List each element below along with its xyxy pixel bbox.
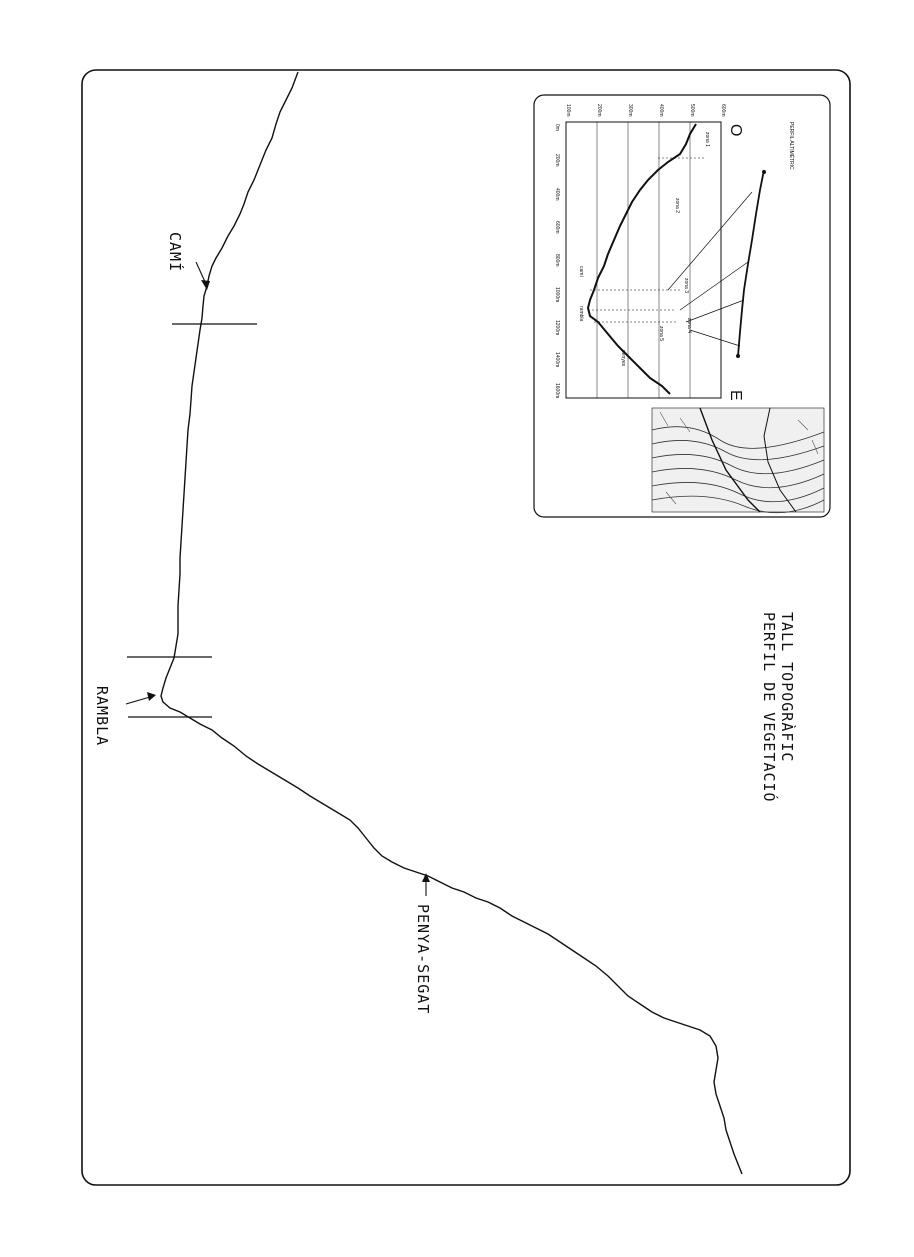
inset-plan-point — [762, 170, 766, 174]
inset-frame — [533, 94, 831, 518]
inset-zone-label: zona 2 — [674, 198, 680, 213]
inset-x-tick: 600m — [554, 221, 560, 234]
inset-y-tick: 100m — [565, 104, 571, 117]
inset-plan-route — [737, 169, 765, 357]
title-line-2: PERFIL DE VEGETACIÓ — [760, 612, 779, 803]
inset-west-letter: O — [727, 124, 744, 136]
inset-y-tick: 400m — [658, 104, 664, 117]
inset-profile-line — [586, 123, 697, 395]
inset-x-tick: 200m — [554, 154, 560, 167]
inset-zone-label: zona 5 — [658, 326, 664, 341]
inset-marker-label: rambla — [578, 306, 584, 322]
inset-topo-map — [651, 407, 825, 514]
inset-x-tick: 1400m — [554, 352, 560, 367]
inset-x-tick: 400m — [554, 188, 560, 201]
inset-y-tick: 600m — [720, 104, 726, 117]
inset-zone-label: zona 3 — [683, 278, 689, 293]
cami-arrow — [195, 261, 210, 290]
inset-plan-point — [736, 354, 740, 358]
inset-marker-label: penyes — [620, 350, 626, 367]
inset-heading: PERFIL ALTIMÈTRIC — [788, 122, 795, 170]
inset-x-tick: 0m — [554, 124, 560, 131]
terrain-profile-line — [160, 71, 743, 1175]
rambla-arrow — [125, 692, 156, 705]
inset-zone-label: zona 1 — [704, 132, 710, 147]
inset-east-letter: E — [727, 390, 744, 401]
inset-plan-connector — [689, 329, 741, 347]
outer-frame — [81, 69, 851, 1186]
inset-plot-frame — [565, 121, 722, 399]
inset-x-tick: 1200m — [554, 320, 560, 335]
inset-zone-label: zona 4 — [686, 318, 692, 333]
inset-marker-label: camí — [578, 266, 584, 277]
penya-arrow — [422, 873, 430, 896]
rambla-label: RAMBLA — [93, 686, 111, 746]
inset-plan-connector — [667, 191, 753, 291]
inset-x-tick: 800m — [554, 254, 560, 267]
inset-panel: PERFIL ALTIMÈTRIC O E 600m 500m 400m 300… — [533, 94, 831, 518]
penya-segat-label: PENYA-SEGAT — [414, 904, 432, 1014]
inset-plan-connector — [685, 299, 745, 323]
inset-y-tick: 200m — [596, 104, 602, 117]
inset-y-tick: 500m — [689, 104, 695, 117]
inset-y-tick: 300m — [627, 104, 633, 117]
title-line-1: TALL TOPOGRÀFIC — [778, 612, 797, 762]
cami-label: CAMÍ — [166, 232, 185, 272]
inset-plan-connector — [679, 261, 749, 311]
inset-x-tick: 1600m — [554, 383, 560, 398]
inset-x-tick: 1000m — [554, 287, 560, 302]
